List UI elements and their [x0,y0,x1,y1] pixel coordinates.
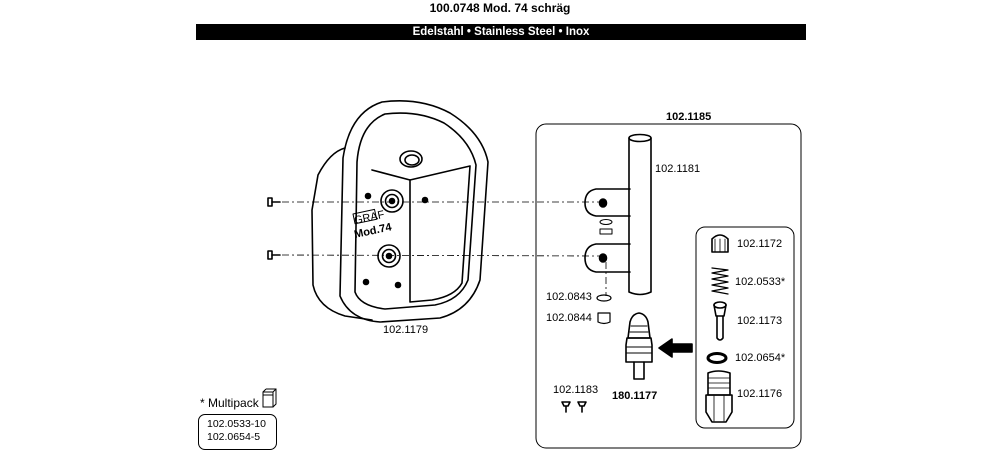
body-part-label: 102.1176 [737,388,782,400]
multipack-label: * Multipack [200,396,259,410]
multipack-item: 102.0533-10 [207,418,266,430]
detail-frame [695,226,795,429]
material-banner: Edelstahl • Stainless Steel • Inox [196,24,806,40]
housing-drawing [311,100,489,323]
assembly-frame [535,123,802,449]
arrow-icon [658,338,693,358]
multipack-item: 102.0654-5 [207,431,261,443]
tube-drawing [628,133,652,296]
screw-pair-icon [561,401,587,413]
pin-part-label: 102.1173 [737,315,782,327]
lower-bracket [584,243,631,273]
housing-logo [352,208,378,225]
screw-icon-lower [267,250,281,260]
washer-drawing [596,294,612,302]
alignment-lines [281,201,607,296]
page-title: 100.0748 Mod. 74 schräg [429,1,571,15]
screws-part-label: 102.1183 [553,384,598,396]
spring-part-label: 102.0533* [735,276,786,288]
nipple-assembly-drawing [625,312,653,380]
nut-drawing [597,312,611,325]
multipack-box-icon [262,388,277,408]
cap-drawing [711,234,729,253]
multipack-list: 102.0533-10 102.0654-5 [198,414,277,450]
cap-part-label: 102.1172 [737,238,782,250]
upper-bracket [584,188,631,217]
screw-icon-upper [267,197,281,207]
spring-drawing [711,267,729,295]
assembly-group-label: 102.1185 [666,111,711,123]
o-ring-part-label: 102.0654* [735,352,786,364]
nipple-assembly-label: 180.1177 [612,390,657,402]
body-drawing [705,370,733,423]
o-ring-drawing [706,352,728,364]
pin-drawing [713,301,727,341]
nut-part-label: 102.0844 [546,312,592,324]
housing-part-label: 102.1179 [383,324,428,336]
washer-part-label: 102.0843 [546,291,592,303]
tube-part-label: 102.1181 [655,163,700,175]
